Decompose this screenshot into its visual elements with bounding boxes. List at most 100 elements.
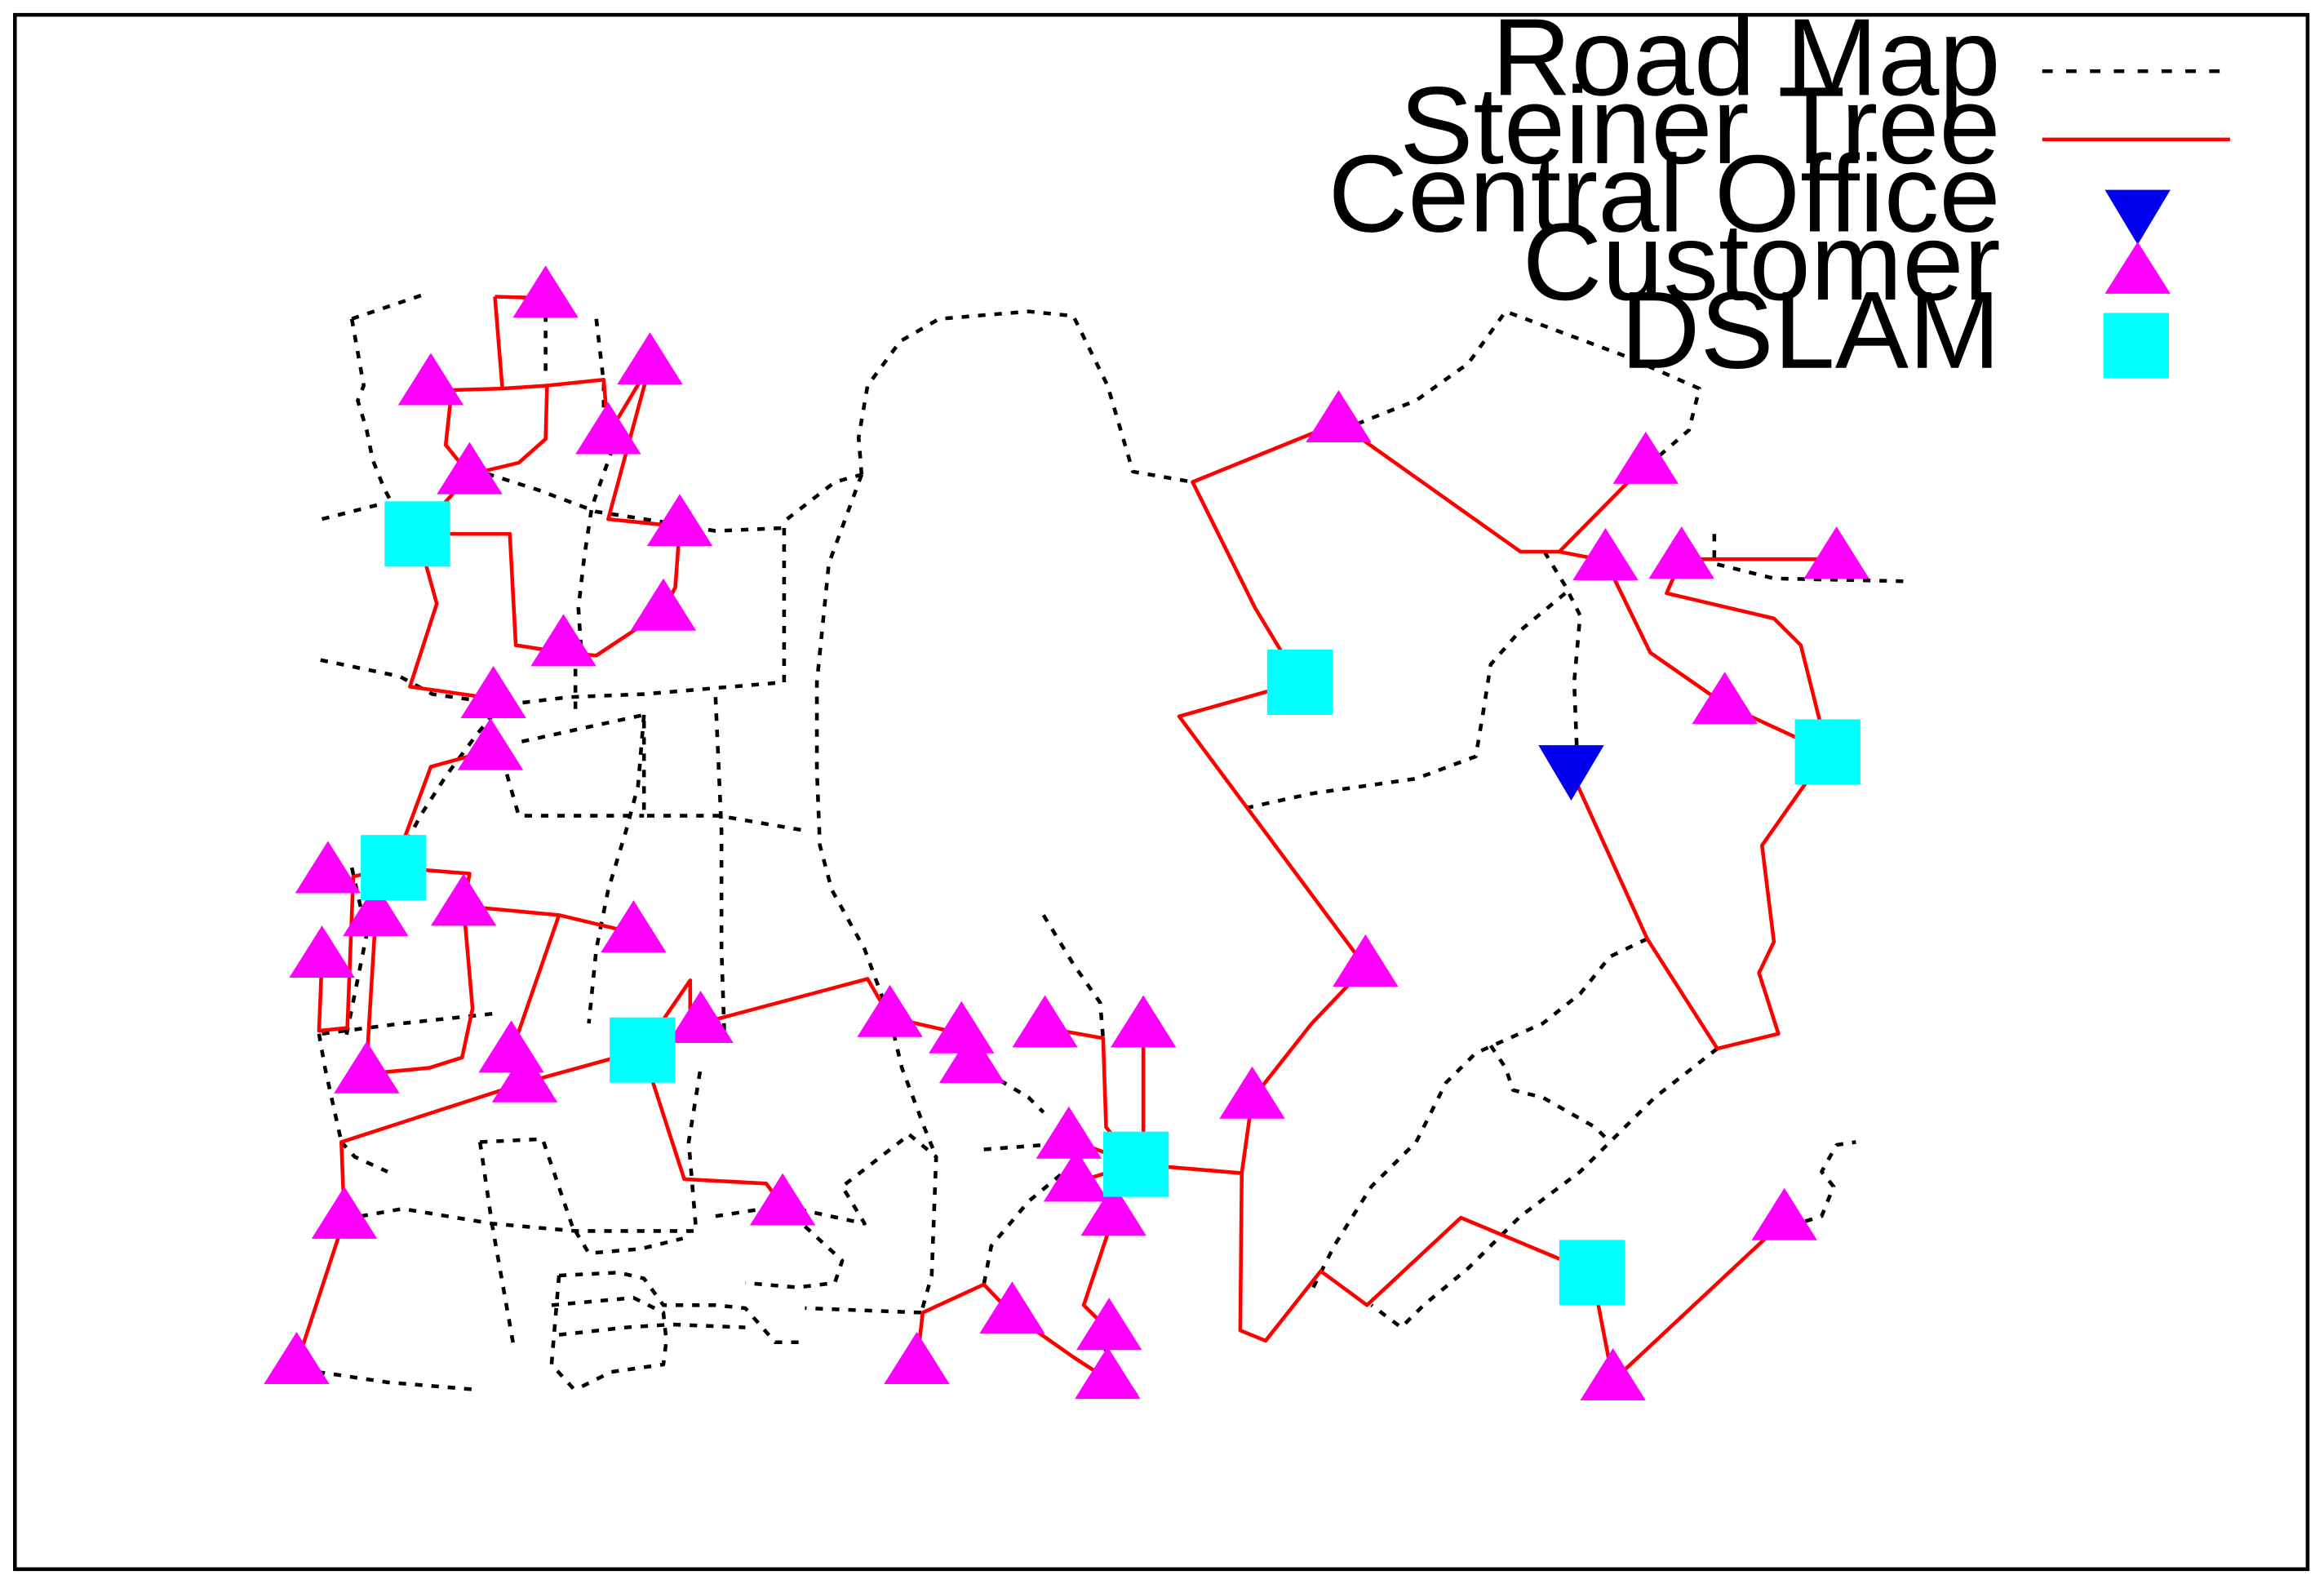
road-segment [574, 1230, 684, 1255]
customer-marker [929, 1001, 995, 1054]
road-segment [470, 467, 785, 533]
central-office-marker [1538, 745, 1604, 801]
customer-marker [857, 984, 923, 1037]
steiner-tree-edge [366, 906, 475, 1076]
customer-marker [334, 1040, 400, 1094]
customer-marker [749, 1173, 816, 1226]
customer-marker [1692, 672, 1758, 725]
dslam-marker [610, 1017, 676, 1083]
road-segment [322, 502, 381, 521]
road-segment [982, 1162, 1075, 1285]
steiner-tree-edge [339, 1048, 643, 1220]
steiner-tree-edge [1177, 680, 1368, 969]
road-segment [506, 528, 787, 707]
customer-marker [1803, 526, 1869, 579]
steiner-tree-edge [1240, 965, 1368, 1174]
customer-marker [289, 925, 355, 978]
road-segment [551, 1295, 668, 1389]
road-segment [320, 658, 475, 703]
legend: Road Map Steiner Tree Central Office Cus… [1328, 0, 2230, 392]
road-segment [1542, 550, 1582, 757]
road-segment [782, 1133, 911, 1226]
legend-label-road-map: Road Map [1492, 0, 2001, 118]
steiner-tree-edge [606, 364, 681, 529]
road-segment [558, 1322, 746, 1337]
dslam-marker [1266, 650, 1333, 715]
customer-marker [530, 614, 597, 667]
customer-marker [1075, 1347, 1141, 1400]
road-map-layer [317, 291, 1912, 1403]
legend-central-office-icon [2104, 189, 2171, 245]
legend-label-dslam: DSLAM [1621, 268, 2001, 392]
customer-marker [437, 441, 503, 495]
customer-marker [460, 666, 526, 718]
legend-label-customer: Customer [1523, 200, 2001, 323]
legend-dslam-icon [2103, 313, 2170, 379]
customer-marker [1572, 528, 1639, 580]
customer-marker [343, 884, 409, 937]
road-segment [805, 1306, 922, 1315]
road-segment [1488, 1045, 1612, 1144]
road-segment [1773, 1140, 1856, 1233]
customer-marker [1219, 1066, 1285, 1119]
customer-marker [884, 1332, 950, 1385]
customer-marker [397, 353, 464, 406]
customer-marker [601, 900, 667, 953]
customer-marker [1648, 526, 1714, 579]
steiner-tree-edge [1191, 420, 1340, 684]
dslam-marker [384, 501, 450, 567]
customer-marker [457, 717, 524, 770]
steiner-tree-edge [1569, 751, 1829, 1051]
road-segment [477, 1142, 517, 1351]
customer-marker [667, 991, 734, 1044]
road-segment [713, 697, 727, 1039]
customer-marker [491, 1049, 558, 1103]
steiner-tree-edge [1337, 421, 1606, 563]
road-segment [587, 714, 646, 1024]
road-segment [856, 309, 1193, 484]
customer-marker [1110, 995, 1177, 1048]
steiner-tree-edge [1603, 559, 1829, 754]
customer-marker [630, 578, 697, 631]
dslam-marker [1102, 1131, 1169, 1197]
road-segment [1370, 1047, 1719, 1329]
road-segment [317, 1369, 477, 1392]
road-segment [349, 318, 398, 513]
legend-customer-icon [2104, 242, 2171, 294]
steiner-tree-edge [408, 533, 494, 701]
customer-marker [575, 402, 641, 455]
customer-marker [646, 494, 713, 547]
customer-marker [1612, 431, 1679, 484]
steiner-tree-edge [468, 384, 549, 477]
road-segment [888, 1017, 938, 1158]
customer-marker [1036, 1106, 1102, 1159]
road-segment [1244, 592, 1567, 810]
steiner-tree-edge [417, 531, 665, 658]
steiner-tree-edge [1665, 558, 1829, 752]
customer-marker [1043, 1149, 1110, 1202]
customer-marker [295, 841, 361, 894]
customer-marker [264, 1332, 330, 1385]
steiner-tree-edge [1135, 1162, 1593, 1343]
nodes-layer [264, 265, 1869, 1401]
customer-marker [617, 332, 683, 385]
customer-marker [1012, 995, 1078, 1048]
customer-marker [512, 265, 579, 318]
road-segment [814, 473, 892, 1018]
customer-marker [311, 1186, 378, 1239]
customer-marker [938, 1031, 1005, 1084]
customer-marker [1751, 1187, 1817, 1240]
road-segment [786, 473, 863, 521]
customer-marker [1080, 1183, 1146, 1236]
dslam-marker [361, 835, 427, 901]
road-segment [521, 712, 805, 832]
road-segment [549, 1275, 580, 1395]
steiner-tree-edge [295, 1218, 347, 1365]
road-segment [480, 1137, 576, 1232]
road-segment [351, 291, 428, 321]
road-segment [317, 1033, 344, 1143]
road-segment [339, 1140, 388, 1174]
road-segment [983, 1140, 1068, 1151]
customer-marker [1306, 389, 1372, 442]
